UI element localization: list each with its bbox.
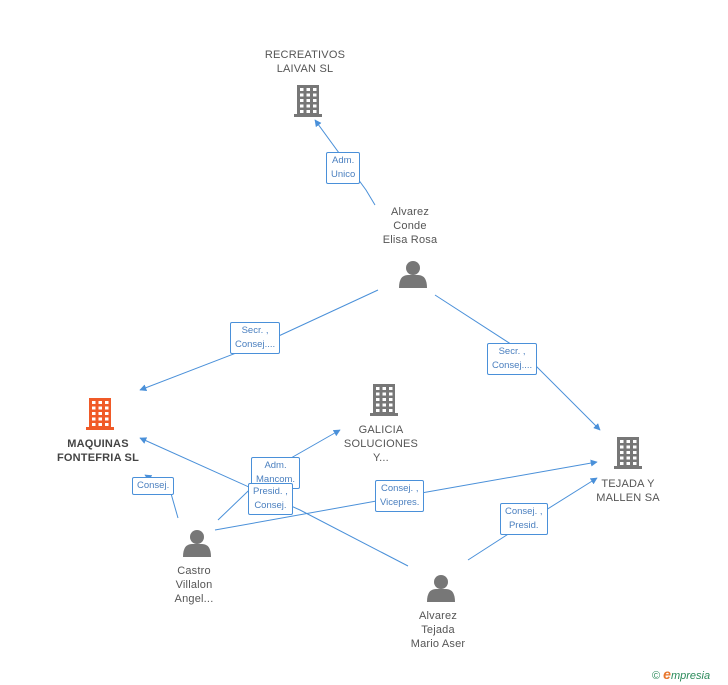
- node-label-line: GALICIA: [358, 424, 404, 436]
- node-label-recreativos[interactable]: RECREATIVOS LAIVAN SL: [245, 48, 365, 76]
- relation-label-line: Mancom.: [256, 474, 296, 485]
- node-label-line: SOLUCIONES: [343, 438, 419, 450]
- relation-label-e6[interactable]: Consej. , Vicepres.: [375, 480, 425, 512]
- node-label-line: TEJADA Y: [601, 478, 655, 490]
- relation-label-e1[interactable]: Adm. Unico: [326, 152, 361, 184]
- node-label-line: RECREATIVOS: [264, 49, 346, 61]
- node-label-line: Angel...: [174, 593, 214, 605]
- relation-label-e4[interactable]: Consej.: [132, 477, 175, 495]
- node-label-line: Castro: [177, 565, 211, 577]
- node-label-maquinas[interactable]: MAQUINAS FONTEFRIA SL: [38, 437, 158, 465]
- relation-label-line: Unico: [331, 169, 356, 180]
- building-icon[interactable]: [614, 437, 642, 469]
- node-label-line: FONTEFRIA SL: [56, 452, 140, 464]
- brand-name: mpresia: [670, 670, 711, 682]
- edge-alvarez_conde-to-recreativos: [314, 119, 376, 206]
- copyright-symbol: ©: [652, 670, 661, 682]
- node-label-line: Elisa Rosa: [382, 234, 438, 246]
- relation-label-line: Adm.: [264, 460, 287, 471]
- relation-label-line: Consej....: [235, 339, 276, 350]
- node-label-galicia[interactable]: GALICIA SOLUCIONES Y...: [321, 423, 441, 465]
- relation-label-e7[interactable]: Presid. , Consej.: [248, 483, 293, 515]
- person-icon[interactable]: [399, 261, 427, 288]
- relation-label-e8[interactable]: Consej. , Presid.: [500, 503, 548, 535]
- node-label-line: Alvarez: [390, 206, 430, 218]
- node-label-line: Alvarez: [418, 610, 458, 622]
- empresia-logo[interactable]: © empresia: [652, 666, 710, 682]
- node-label-line: Tejada: [421, 624, 455, 636]
- node-label-line: LAIVAN SL: [276, 63, 334, 75]
- node-label-line: Mario Aser: [410, 638, 466, 650]
- relation-label-e2[interactable]: Secr. , Consej....: [230, 322, 281, 354]
- building-icon[interactable]: [294, 85, 322, 117]
- node-label-line: Villalon: [175, 579, 213, 591]
- person-icon[interactable]: [183, 530, 211, 557]
- relation-label-line: Presid.: [508, 520, 539, 531]
- node-label-line: Y...: [373, 452, 389, 464]
- edge-alvarez_tejada-to-maquinas: [139, 437, 409, 567]
- relation-label-line: Secr. ,: [498, 346, 526, 357]
- relation-label-line: Consej. ,: [380, 483, 419, 494]
- relation-label-e3[interactable]: Secr. , Consej....: [487, 343, 538, 375]
- brand-initial: e: [663, 666, 671, 682]
- relation-label-line: Consej.: [137, 480, 170, 491]
- relation-label-line: Secr. ,: [241, 325, 269, 336]
- node-label-line: MAQUINAS: [67, 438, 129, 450]
- node-label-line: Conde: [393, 220, 427, 232]
- person-icon[interactable]: [427, 575, 455, 602]
- node-label-line: MALLEN SA: [596, 492, 660, 504]
- relation-label-line: Adm.: [332, 155, 355, 166]
- node-label-tejada[interactable]: TEJADA Y MALLEN SA: [568, 477, 688, 505]
- relation-label-line: Consej....: [492, 360, 533, 371]
- building-icon[interactable]: [370, 384, 398, 416]
- relation-label-line: Presid. ,: [253, 486, 288, 497]
- building-icon[interactable]: [86, 398, 114, 430]
- relation-label-line: Consej.: [254, 500, 287, 511]
- relation-label-line: Vicepres.: [380, 497, 420, 508]
- relation-label-line: Consej. ,: [505, 506, 543, 517]
